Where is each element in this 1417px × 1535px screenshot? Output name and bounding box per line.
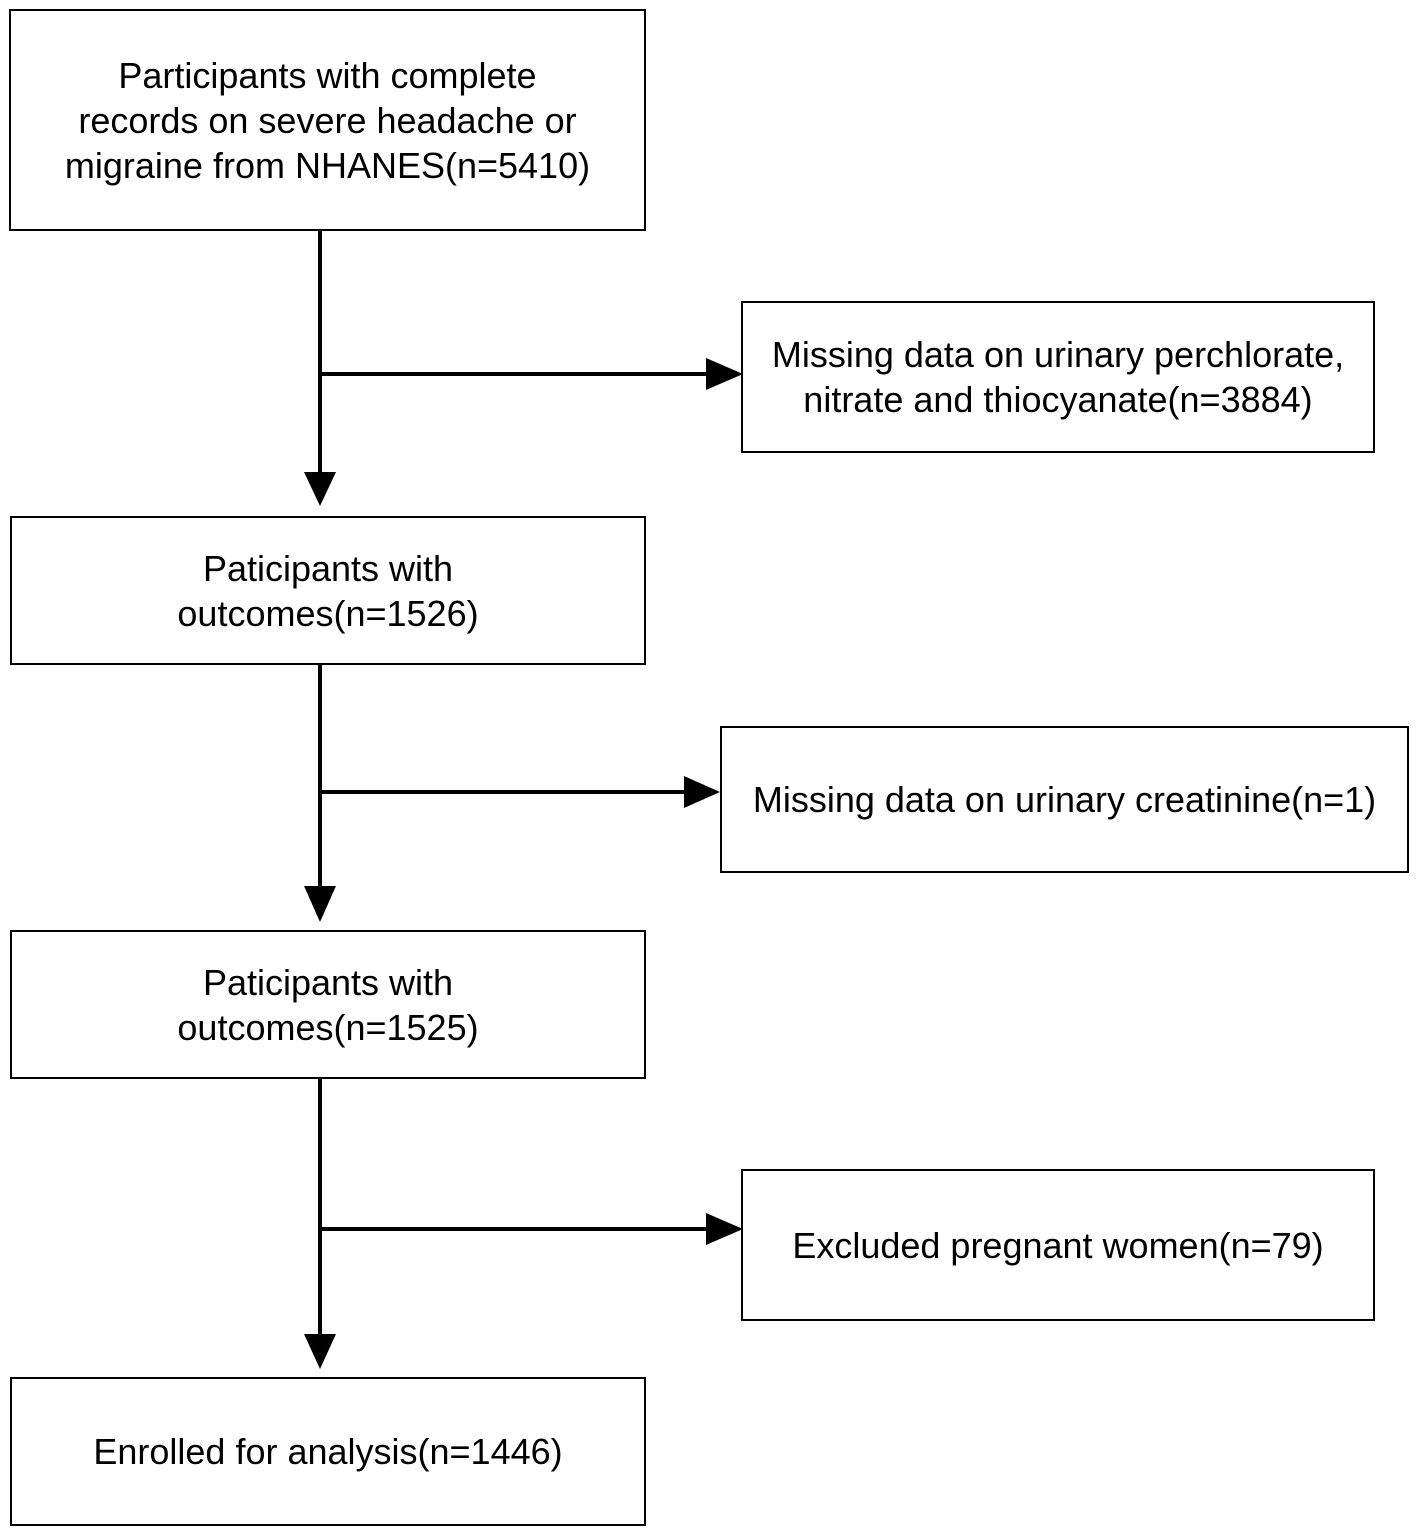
- arrowhead-right-excl1: [706, 358, 743, 390]
- arrowhead-right-excl3: [706, 1213, 743, 1245]
- enrolled-for-analysis-box: Enrolled for analysis(n=1446): [10, 1377, 646, 1526]
- arrowhead-right-excl2: [684, 776, 720, 808]
- exclusion-missing-perchlorate-box: Missing data on urinary perchlorate, nit…: [741, 301, 1375, 453]
- participants-outcomes-1526-text: Paticipants with outcomes(n=1526): [177, 547, 479, 634]
- participants-outcomes-1525-box: Paticipants with outcomes(n=1525): [10, 930, 646, 1079]
- arrowhead-down-final: [304, 1334, 336, 1369]
- exclusion-missing-creatinine-box: Missing data on urinary creatinine(n=1): [720, 726, 1409, 873]
- arrowhead-down-step2: [304, 472, 336, 506]
- exclusion-missing-perchlorate-text: Missing data on urinary perchlorate, nit…: [771, 334, 1345, 420]
- arrowhead-down-step3: [304, 886, 336, 922]
- start-participants-text: Participants with complete records on se…: [64, 54, 591, 186]
- start-participants-box: Participants with complete records on se…: [9, 9, 646, 231]
- participants-outcomes-1526-box: Paticipants with outcomes(n=1526): [10, 516, 646, 665]
- exclusion-pregnant-women-box: Excluded pregnant women(n=79): [741, 1169, 1375, 1321]
- participants-outcomes-1525-text: Paticipants with outcomes(n=1525): [177, 961, 479, 1048]
- exclusion-pregnant-women-text: Excluded pregnant women(n=79): [792, 1224, 1324, 1266]
- exclusion-missing-creatinine-text: Missing data on urinary creatinine(n=1): [752, 779, 1377, 820]
- enrolled-for-analysis-text: Enrolled for analysis(n=1446): [93, 1431, 563, 1472]
